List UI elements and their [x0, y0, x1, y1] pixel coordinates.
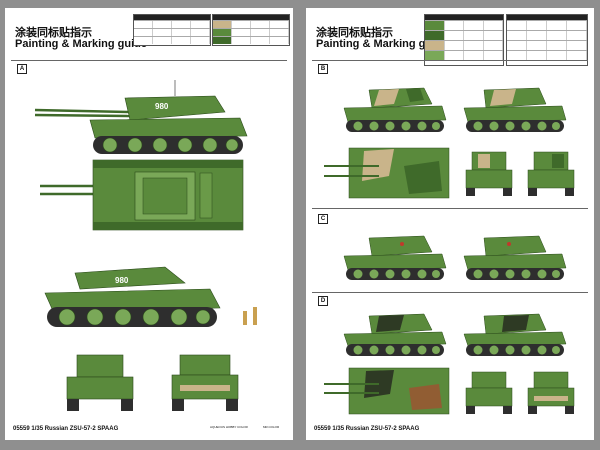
- tank-top-view: [40, 159, 244, 231]
- tank-side-view-2: 980: [44, 266, 257, 327]
- color-table-header: [213, 15, 289, 20]
- color-table-header: [507, 15, 587, 20]
- page-title-cn: 涂装同标贴指示: [15, 26, 92, 39]
- camo-side-view-b1: [343, 87, 447, 132]
- color-table-header: [134, 15, 210, 20]
- section-label-d: D: [318, 296, 328, 306]
- camo-front-view-b: [465, 151, 513, 196]
- tank-front-view: [66, 354, 134, 411]
- section-label-c: C: [318, 214, 328, 224]
- section-label-a: A: [17, 64, 27, 74]
- turret-number-2: 980: [115, 276, 129, 285]
- divider: [312, 292, 588, 293]
- camo-rear-view-b: [527, 151, 575, 196]
- divider: [312, 208, 588, 209]
- color-table-2: [506, 14, 588, 66]
- color-table-1: [133, 14, 211, 46]
- section-label-b: B: [318, 64, 328, 74]
- color-table-header: [425, 15, 503, 20]
- page-title-cn: 涂装同标贴指示: [316, 26, 393, 39]
- instruction-sheet-right: 涂装同标贴指示 Painting & Marking guide B: [306, 8, 594, 440]
- tank-side-view-1: 980: [34, 80, 248, 154]
- color-table-1: [424, 14, 504, 66]
- camo-top-view-b: [324, 147, 450, 199]
- color-table-2: [212, 14, 290, 46]
- camo-side-view-d1: [343, 313, 447, 356]
- page-title-en: Painting & Marking guide: [316, 38, 449, 50]
- divider: [312, 60, 588, 61]
- tank-rear-view: [171, 354, 239, 411]
- legend-note-mr-color: MR.COLOR: [263, 425, 280, 429]
- side-view-c1: [343, 235, 447, 280]
- camo-rear-view-d: [527, 371, 575, 414]
- turret-number: 980: [155, 102, 169, 111]
- camo-side-view-b2: [463, 87, 567, 132]
- camo-side-view-d2: [463, 313, 567, 356]
- page-footer: 05559 1/35 Russian ZSU-57-2 SPAAG: [13, 426, 119, 432]
- page-title-en: Painting & Marking guide: [15, 38, 148, 50]
- side-view-c2: [463, 235, 567, 280]
- divider: [11, 60, 287, 61]
- legend-note-aqueous: AQUEOUS HOBBY COLOR: [210, 425, 248, 429]
- camo-top-view-d: [324, 367, 450, 415]
- instruction-sheet-left: 涂装同标贴指示 Painting & Marking guide A 980: [5, 8, 293, 440]
- camo-front-view-d: [465, 371, 513, 414]
- page-footer: 05559 1/35 Russian ZSU-57-2 SPAAG: [314, 426, 420, 432]
